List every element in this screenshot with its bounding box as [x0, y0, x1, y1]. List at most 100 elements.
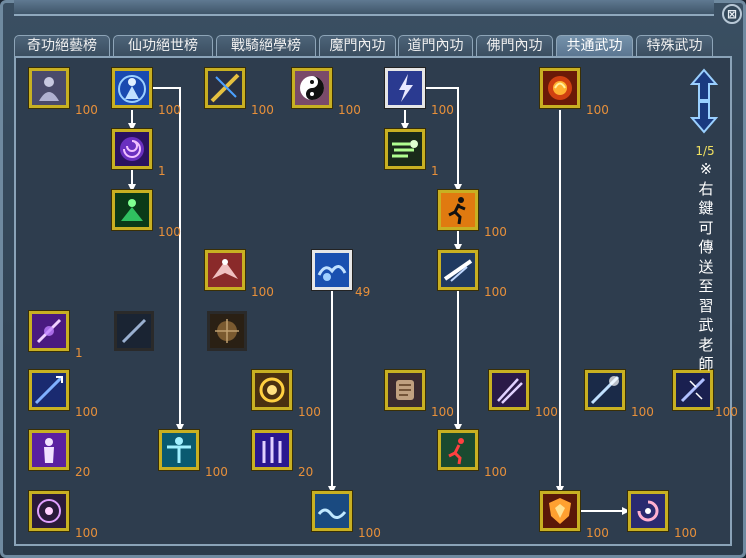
skill-level: 100: [631, 405, 654, 419]
skill-level: 100: [205, 465, 228, 479]
skill-level: 100: [586, 526, 609, 540]
skill-level: 100: [431, 405, 454, 419]
cloud-wave-icon: [315, 253, 349, 287]
skill-cloud-wave[interactable]: [312, 250, 352, 290]
storm-staff-icon: [676, 373, 710, 407]
skill-water-wave[interactable]: [312, 491, 352, 531]
skill-level: 100: [158, 225, 181, 239]
skill-level: 20: [75, 465, 91, 479]
skill-level: 100: [431, 103, 454, 117]
swirl-strike-icon: [631, 494, 665, 528]
arrow-up-icon[interactable]: [690, 68, 718, 102]
skill-green-meditation[interactable]: [112, 190, 152, 230]
skill-white-figure[interactable]: [29, 430, 69, 470]
skill-level: 1: [431, 164, 439, 178]
skill-level: 100: [358, 526, 381, 540]
tab-teshu-wugong[interactable]: 特殊武功: [636, 35, 713, 57]
skill-running-man[interactable]: [438, 190, 478, 230]
cyan-figure-icon: [162, 433, 196, 467]
tab-qigong-jueyi[interactable]: 奇功絕藝榜: [14, 35, 110, 57]
skill-flame-seal[interactable]: [540, 68, 580, 108]
skill-level: 1: [158, 164, 166, 178]
skill-dark-blade[interactable]: [114, 311, 154, 351]
twin-blades-icon: [492, 373, 526, 407]
skill-fire-shield[interactable]: [540, 491, 580, 531]
skill-level: 100: [298, 405, 321, 419]
aura-figure-icon: [115, 71, 149, 105]
tab-fomen-neigong[interactable]: 佛門內功: [476, 35, 553, 57]
skill-level: 20: [298, 465, 314, 479]
skill-level: 100: [251, 103, 274, 117]
purple-vortex-icon: [115, 132, 149, 166]
sky-lance-icon: [588, 373, 622, 407]
skill-golden-swirl[interactable]: [252, 370, 292, 410]
flame-seal-icon: [543, 71, 577, 105]
skill-blue-spear[interactable]: [29, 370, 69, 410]
scroll-icon: [388, 373, 422, 407]
skill-level: 100: [715, 405, 738, 419]
window-title-bar: [14, 0, 714, 16]
skill-purple-vortex[interactable]: [112, 129, 152, 169]
skill-twin-blades[interactable]: [489, 370, 529, 410]
skill-level: 100: [674, 526, 697, 540]
skill-level: 100: [535, 405, 558, 419]
skill-light-pillars[interactable]: [252, 430, 292, 470]
skill-level: 49: [355, 285, 371, 299]
tab-daomen-neigong[interactable]: 道門內功: [398, 35, 473, 57]
skill-swirl-strike[interactable]: [628, 491, 668, 531]
skill-spiral-eye[interactable]: [29, 491, 69, 531]
skill-violet-blade[interactable]: [29, 311, 69, 351]
tab-zhanqi-juexue[interactable]: 戰騎絕學榜: [216, 35, 316, 57]
white-figure-icon: [32, 433, 66, 467]
golden-swirl-icon: [255, 373, 289, 407]
skill-level: 100: [75, 526, 98, 540]
skill-level: 100: [338, 103, 361, 117]
skill-storm-staff[interactable]: [673, 370, 713, 410]
skill-lightning-burst[interactable]: [385, 68, 425, 108]
skill-level: 100: [484, 285, 507, 299]
spiral-eye-icon: [32, 494, 66, 528]
dark-orb-icon: [210, 314, 244, 348]
skill-level: 100: [75, 405, 98, 419]
arrow-down-icon[interactable]: [690, 100, 718, 134]
red-winged-figure-icon: [208, 253, 242, 287]
green-meditation-icon: [115, 193, 149, 227]
yin-yang-icon: [295, 71, 329, 105]
violet-blade-icon: [32, 314, 66, 348]
skill-level: 100: [251, 285, 274, 299]
skill-level: 100: [158, 103, 181, 117]
skill-level: 100: [484, 465, 507, 479]
skill-flying-kick[interactable]: [438, 250, 478, 290]
skill-brown-scroll[interactable]: [385, 370, 425, 410]
light-pillars-icon: [255, 433, 289, 467]
skill-level: 100: [484, 225, 507, 239]
skill-level: 100: [586, 103, 609, 117]
water-wave-icon: [315, 494, 349, 528]
fire-shield-icon: [543, 494, 577, 528]
blue-spear-icon: [32, 373, 66, 407]
skill-cyan-figure[interactable]: [159, 430, 199, 470]
skill-dash-wind[interactable]: [385, 129, 425, 169]
page-indicator: 1/5: [695, 144, 715, 158]
skill-red-winged-figure[interactable]: [205, 250, 245, 290]
skill-aura-figure[interactable]: [112, 68, 152, 108]
tab-xiangong-jueshi[interactable]: 仙功絕世榜: [113, 35, 213, 57]
teleport-hint: ※右鍵可傳送至習武老師: [698, 160, 714, 373]
close-button[interactable]: ⊠: [722, 4, 742, 24]
flying-kick-icon: [441, 253, 475, 287]
skill-meditate-figure[interactable]: [29, 68, 69, 108]
lightning-burst-icon: [388, 71, 422, 105]
skill-sky-lance[interactable]: [585, 370, 625, 410]
skill-golden-slash[interactable]: [205, 68, 245, 108]
running-man-icon: [441, 193, 475, 227]
skill-level: 1: [75, 346, 83, 360]
tab-momen-neigong[interactable]: 魔門內功: [319, 35, 396, 57]
dark-blade-icon: [117, 314, 151, 348]
tab-gongtong-wugong[interactable]: 共通武功: [556, 35, 633, 57]
dash-wind-icon: [388, 132, 422, 166]
skill-level: 100: [75, 103, 98, 117]
skill-red-runner[interactable]: [438, 430, 478, 470]
skill-dark-orb[interactable]: [207, 311, 247, 351]
skill-taiji[interactable]: [292, 68, 332, 108]
